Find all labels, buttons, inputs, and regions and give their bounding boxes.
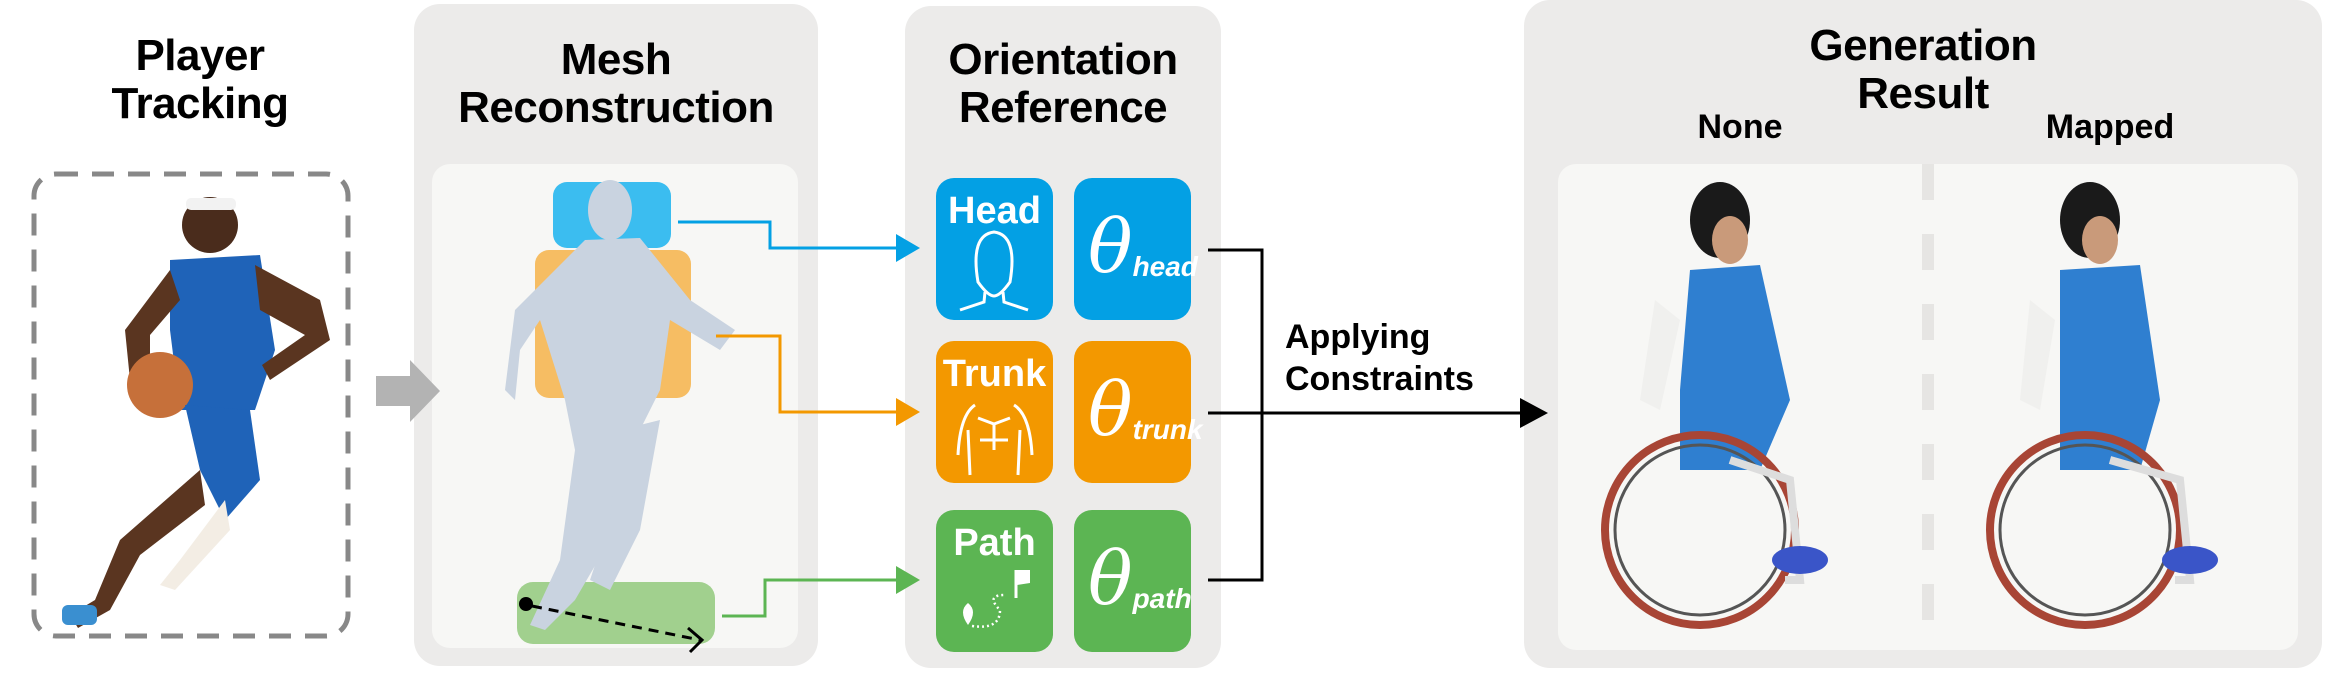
path-start-dot — [519, 597, 533, 611]
trunk-label: Trunk — [942, 353, 1047, 395]
tracking-crop-box — [31, 171, 351, 639]
title-line: Result — [1857, 69, 1989, 118]
mesh-reconstruction-title: Mesh Reconstruction — [414, 36, 818, 132]
player-tracking-title: Player Tracking — [80, 32, 320, 128]
theta-trunk: θtrunk — [1088, 367, 1203, 453]
path-map-pin-flag-icon — [963, 570, 1030, 628]
title-line: Tracking — [111, 79, 289, 128]
theta-subscript: trunk — [1132, 414, 1203, 445]
trunk-arrowhead — [896, 398, 920, 426]
theta-trunk-box: θtrunk — [1074, 341, 1203, 483]
title-line: Reference — [958, 83, 1168, 132]
path-label: Path — [953, 522, 1036, 564]
torso-icon — [956, 403, 1034, 476]
label-line: Constraints — [1285, 360, 1474, 398]
path-arrowhead — [896, 566, 920, 594]
title-line: Generation — [1809, 21, 2037, 70]
theta-symbol: θ — [1088, 536, 1133, 622]
title-line: Mesh — [560, 35, 672, 84]
merge-bracket — [1208, 248, 1264, 582]
theta-head: θhead — [1088, 204, 1198, 290]
head-label: Head — [948, 190, 1041, 232]
label-line: Applying — [1285, 318, 1431, 356]
none-column-label: None — [1697, 108, 1783, 146]
title-line: Orientation — [948, 35, 1178, 84]
theta-head-box: θhead — [1074, 178, 1198, 320]
generated-character-none — [1601, 182, 1828, 629]
human-mesh — [505, 180, 735, 630]
title-line: Player — [135, 31, 265, 80]
applying-constraints-label: Applying Constraints — [1285, 316, 1474, 400]
arrow-icon — [376, 360, 440, 422]
theta-symbol: θ — [1088, 204, 1133, 290]
path-box: Path — [936, 510, 1053, 652]
trunk-box: Trunk — [936, 341, 1053, 483]
path-trajectory — [531, 604, 701, 642]
generated-character-mapped — [1986, 182, 2218, 629]
theta-subscript: head — [1132, 251, 1198, 282]
orientation-reference-title: Orientation Reference — [905, 36, 1221, 132]
trunk-connector — [716, 334, 900, 414]
basketball-player-image — [62, 197, 330, 628]
title-line: Reconstruction — [458, 83, 774, 132]
path-connector — [722, 578, 900, 618]
theta-symbol: θ — [1088, 367, 1133, 453]
mapped-column-label: Mapped — [2045, 108, 2175, 146]
head-arrowhead — [896, 234, 920, 262]
theta-path: θpath — [1088, 536, 1192, 622]
theta-subscript: path — [1132, 583, 1192, 614]
head-icon — [959, 230, 1029, 312]
theta-path-box: θpath — [1074, 510, 1192, 652]
generation-result-title: Generation Result — [1524, 22, 2322, 118]
head-connector — [678, 220, 900, 250]
path-arrowhead — [687, 626, 705, 654]
main-arrowhead — [1520, 398, 1548, 428]
